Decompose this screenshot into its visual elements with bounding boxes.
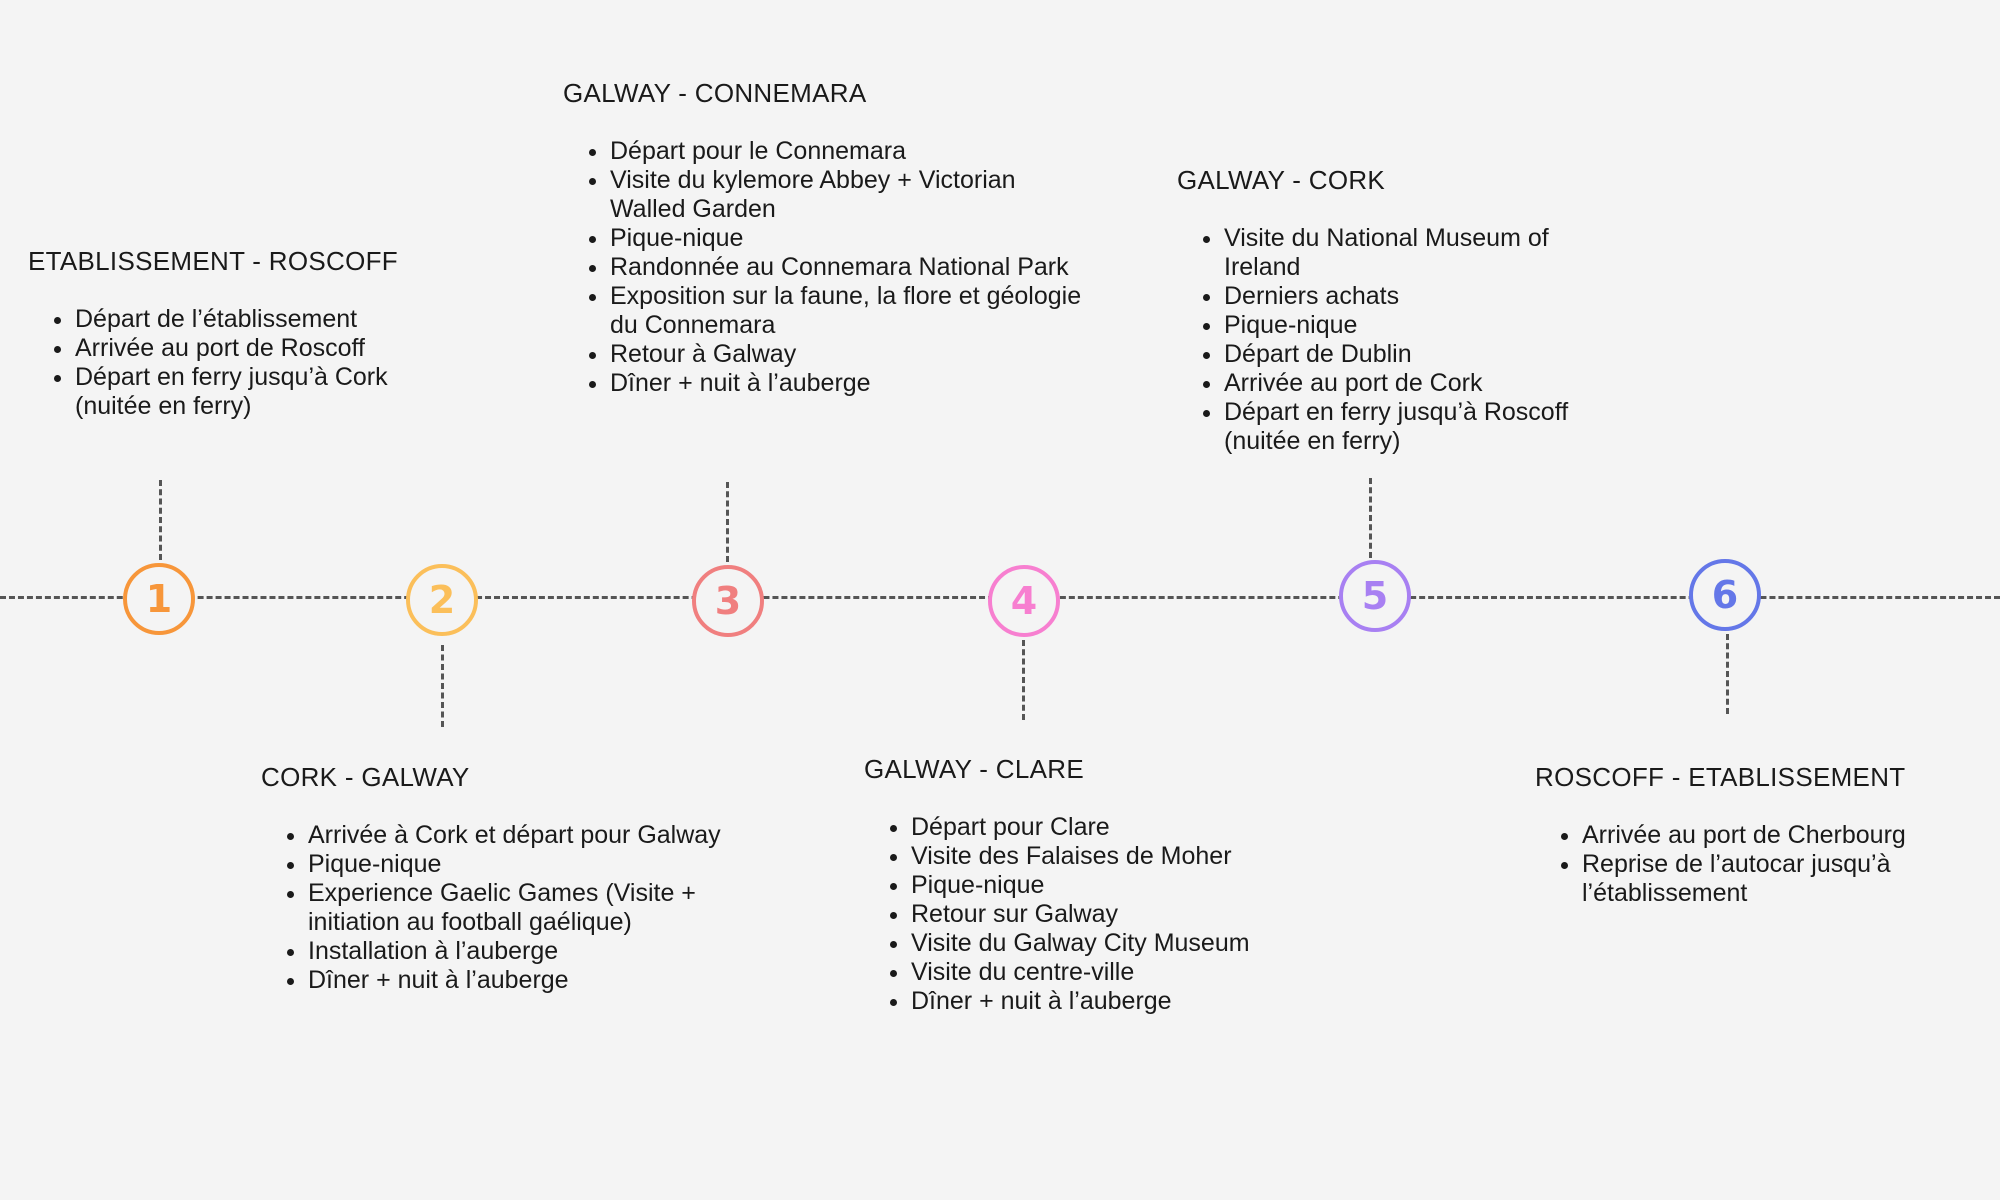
step-block-6: ROSCOFF - ETABLISSEMENT Arrivée au port … [1535, 762, 1965, 908]
step-marker-6: 6 [1689, 559, 1761, 631]
step-list: Arrivée à Cork et départ pour GalwayPiqu… [261, 821, 761, 995]
step-title: GALWAY - CLARE [864, 754, 1084, 784]
connector-1 [159, 480, 162, 560]
step-number: 3 [714, 579, 742, 623]
step-block-5: GALWAY - CORK Visite du National Museum … [1177, 165, 1627, 456]
list-item: Randonnée au Connemara National Park [610, 253, 1083, 282]
list-item: Départ en ferry jusqu’à Cork (nuitée en … [75, 363, 468, 421]
list-item: Pique-nique [610, 224, 1083, 253]
list-item: Arrivée au port de Cherbourg [1582, 821, 1965, 850]
list-item: Derniers achats [1224, 282, 1627, 311]
step-list: Départ de l’établissementArrivée au port… [28, 305, 468, 421]
list-item: Pique-nique [1224, 311, 1627, 340]
list-item: Départ de Dublin [1224, 340, 1627, 369]
step-title: GALWAY - CONNEMARA [563, 78, 867, 108]
list-item: Visite du centre-ville [911, 958, 1384, 987]
step-list: Visite du National Museum of IrelandDern… [1177, 224, 1627, 456]
connector-5 [1369, 478, 1372, 558]
step-list: Arrivée au port de CherbourgReprise de l… [1535, 821, 1965, 908]
list-item: Arrivée à Cork et départ pour Galway [308, 821, 761, 850]
step-list: Départ pour ClareVisite des Falaises de … [864, 813, 1384, 1016]
list-item: Retour sur Galway [911, 900, 1384, 929]
step-block-1: ETABLISSEMENT - ROSCOFF Départ de l’étab… [28, 246, 468, 421]
list-item: Départ de l’établissement [75, 305, 468, 334]
list-item: Visite du National Museum of Ireland [1224, 224, 1627, 282]
list-item: Dîner + nuit à l’auberge [308, 966, 761, 995]
step-block-3: GALWAY - CONNEMARA Départ pour le Connem… [563, 78, 1083, 398]
connector-4 [1022, 640, 1025, 720]
list-item: Visite du kylemore Abbey + Victorian Wal… [610, 166, 1083, 224]
list-item: Départ pour le Connemara [610, 137, 1083, 166]
step-title: ROSCOFF - ETABLISSEMENT [1535, 762, 1906, 792]
list-item: Dîner + nuit à l’auberge [610, 369, 1083, 398]
step-number: 6 [1711, 573, 1739, 617]
list-item: Installation à l’auberge [308, 937, 761, 966]
connector-2 [441, 645, 444, 727]
step-marker-1: 1 [123, 563, 195, 635]
step-block-2: CORK - GALWAY Arrivée à Cork et départ p… [261, 762, 761, 995]
step-number: 5 [1361, 574, 1389, 618]
list-item: Retour à Galway [610, 340, 1083, 369]
step-title: ETABLISSEMENT - ROSCOFF [28, 246, 398, 276]
step-title: GALWAY - CORK [1177, 165, 1386, 195]
list-item: Arrivée au port de Roscoff [75, 334, 468, 363]
step-number: 4 [1010, 579, 1038, 623]
list-item: Pique-nique [308, 850, 761, 879]
step-list: Départ pour le ConnemaraVisite du kylemo… [563, 137, 1083, 398]
step-marker-5: 5 [1339, 560, 1411, 632]
list-item: Visite des Falaises de Moher [911, 842, 1384, 871]
list-item: Départ en ferry jusqu’à Roscoff (nuitée … [1224, 398, 1627, 456]
list-item: Arrivée au port de Cork [1224, 369, 1627, 398]
list-item: Pique-nique [911, 871, 1384, 900]
list-item: Départ pour Clare [911, 813, 1384, 842]
connector-3 [726, 482, 729, 562]
list-item: Dîner + nuit à l’auberge [911, 987, 1384, 1016]
connector-6 [1726, 634, 1729, 714]
step-title: CORK - GALWAY [261, 762, 470, 792]
step-marker-4: 4 [988, 565, 1060, 637]
list-item: Experience Gaelic Games (Visite + initia… [308, 879, 761, 937]
step-marker-3: 3 [692, 565, 764, 637]
list-item: Visite du Galway City Museum [911, 929, 1384, 958]
step-block-4: GALWAY - CLARE Départ pour ClareVisite d… [864, 754, 1384, 1016]
step-marker-2: 2 [406, 564, 478, 636]
step-number: 1 [145, 577, 173, 621]
list-item: Exposition sur la faune, la flore et géo… [610, 282, 1083, 340]
step-number: 2 [428, 578, 456, 622]
list-item: Reprise de l’autocar jusqu’à l’établisse… [1582, 850, 1965, 908]
